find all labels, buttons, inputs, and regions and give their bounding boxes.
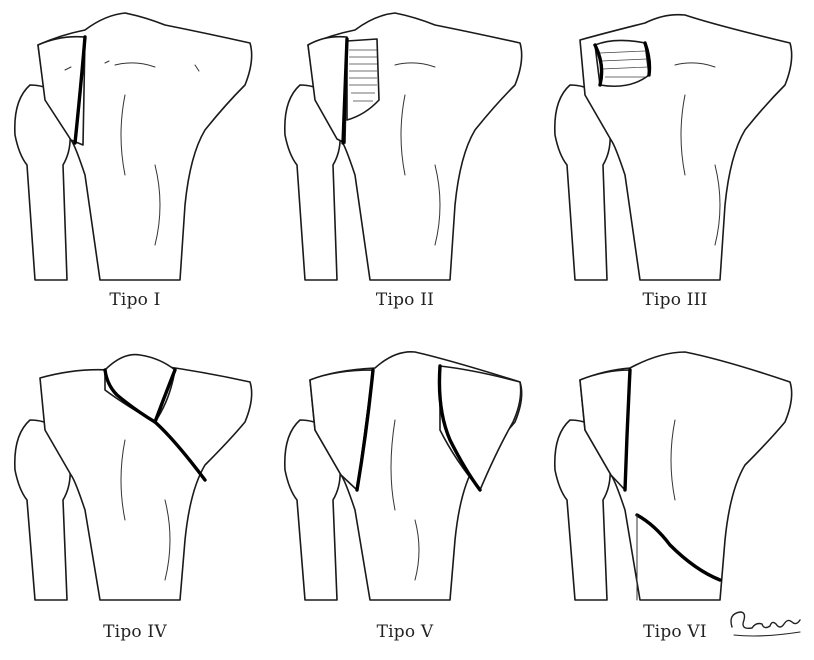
artist-signature	[726, 602, 806, 642]
panel-tipo-iii: Tipo III	[545, 5, 805, 325]
panel-tipo-v: Tipo V	[275, 340, 535, 660]
caption-tipo-iv: Tipo IV	[5, 622, 265, 642]
tibia-illustration-tipo-v	[275, 340, 535, 660]
caption-tipo-iii: Tipo III	[545, 290, 805, 310]
panel-tipo-iv: Tipo IV	[5, 340, 265, 660]
tibia-illustration-tipo-ii	[275, 5, 535, 325]
panel-tipo-ii: Tipo II	[275, 5, 535, 325]
caption-tipo-ii: Tipo II	[275, 290, 535, 310]
caption-tipo-i: Tipo I	[5, 290, 265, 310]
tibia-illustration-tipo-i	[5, 5, 265, 325]
caption-tipo-v: Tipo V	[275, 622, 535, 642]
panel-tipo-i: Tipo I	[5, 5, 265, 325]
tibia-illustration-tipo-iii	[545, 5, 805, 325]
tibia-illustration-tipo-iv	[5, 340, 265, 660]
